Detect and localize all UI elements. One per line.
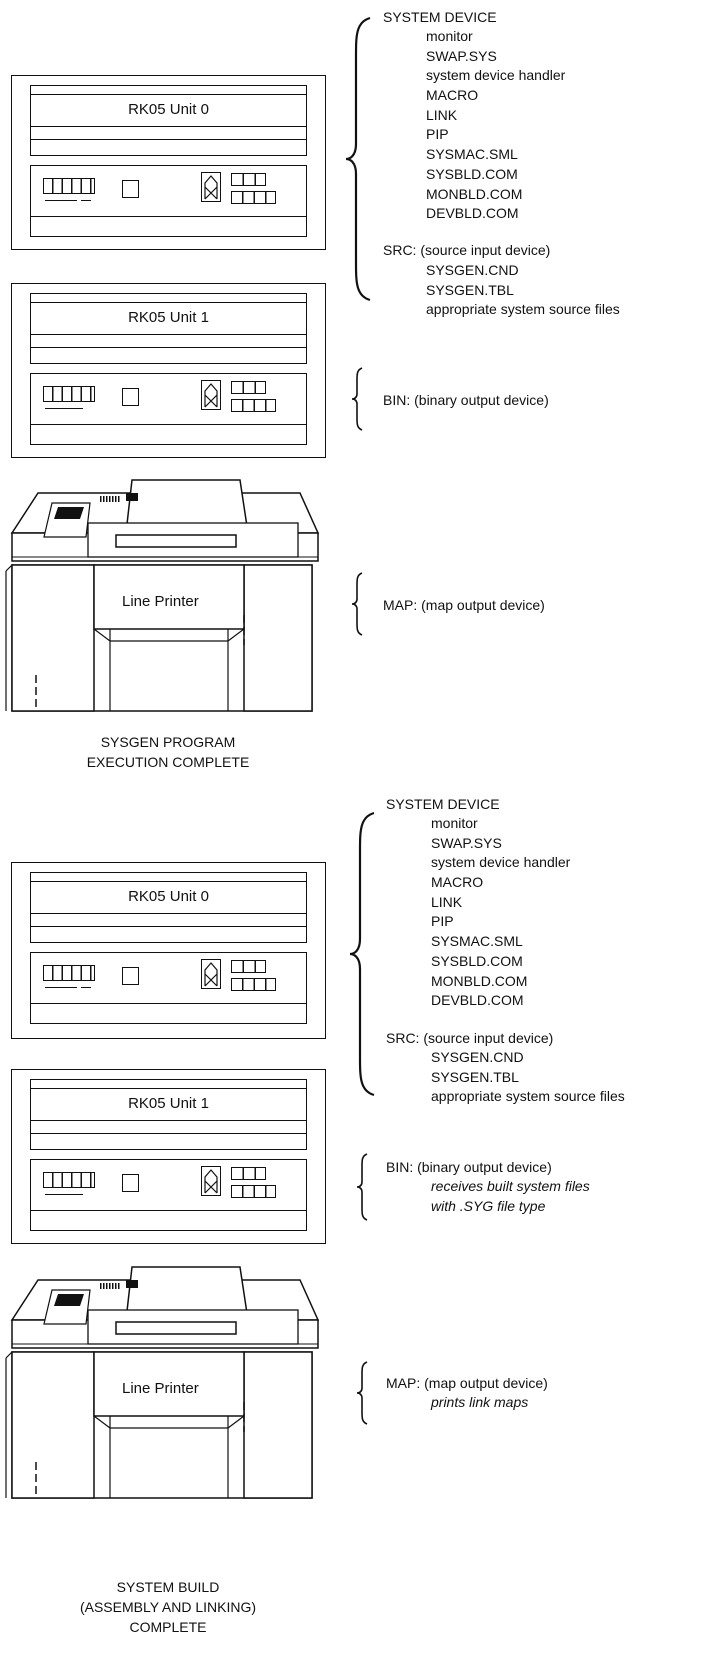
brace-icon (344, 16, 374, 302)
list-item: SYSMAC.SML (426, 145, 565, 165)
disk-pack-bay: RK05 Unit 0 (30, 872, 307, 943)
src-heading: SRC: (source input device) (383, 240, 550, 260)
map-heading: MAP: (map output device) (383, 595, 545, 615)
brace-icon (355, 1360, 371, 1426)
list-item: PIP (426, 125, 565, 145)
button-group-icon (231, 960, 266, 973)
brace-icon (355, 1152, 371, 1222)
drive-label: RK05 Unit 1 (31, 1095, 306, 1112)
rk05-unit-1-drive: RK05 Unit 1 (11, 283, 326, 458)
list-item: appropriate system source files (426, 300, 620, 320)
list-item: system device handler (431, 853, 570, 873)
list-item: MACRO (431, 873, 570, 893)
list-item: SYSMAC.SML (431, 932, 570, 952)
square-button-icon (122, 1174, 139, 1192)
src-heading: SRC: (source input device) (386, 1028, 553, 1048)
square-button-icon (122, 967, 139, 985)
drive-control-panel (30, 373, 307, 445)
caption-line-2: (ASSEMBLY AND LINKING) (48, 1597, 288, 1617)
map-heading: MAP: (map output device) (386, 1373, 548, 1393)
drive-label: RK05 Unit 1 (31, 309, 306, 326)
system-device-file-list: monitor SWAP.SYS system device handler M… (431, 814, 570, 1011)
caption-line-1: SYSTEM BUILD (48, 1577, 288, 1597)
indicator-lamp-icon (201, 380, 221, 410)
switch-bank-icon (43, 965, 95, 981)
list-item: DEVBLD.COM (426, 204, 565, 224)
list-item: monitor (431, 814, 570, 834)
printer-label: Line Printer (122, 593, 199, 610)
indicator-lamp-icon (201, 1166, 221, 1196)
disk-pack-bay: RK05 Unit 1 (30, 293, 307, 364)
drive-label: RK05 Unit 0 (31, 101, 306, 118)
list-item: PIP (431, 912, 570, 932)
disk-pack-bay: RK05 Unit 1 (30, 1079, 307, 1150)
list-item: LINK (431, 893, 570, 913)
caption-line-1: SYSGEN PROGRAM (48, 732, 288, 752)
system-device-file-list: monitor SWAP.SYS system device handler M… (426, 27, 565, 224)
list-item: SWAP.SYS (426, 47, 565, 67)
bin-heading: BIN: (binary output device) (383, 390, 549, 410)
indicator-lamp-icon (201, 959, 221, 989)
button-group-icon (231, 381, 266, 394)
note-line: with .SYG file type (431, 1197, 590, 1217)
list-item: monitor (426, 27, 565, 47)
list-item: LINK (426, 106, 565, 126)
drive-control-panel (30, 1159, 307, 1231)
list-item: appropriate system source files (431, 1087, 625, 1107)
list-item: SWAP.SYS (431, 834, 570, 854)
list-item: SYSBLD.COM (426, 165, 565, 185)
system-device-heading: SYSTEM DEVICE (386, 794, 500, 814)
rk05-unit-0-drive: RK05 Unit 0 (11, 862, 326, 1039)
src-file-list: SYSGEN.CND SYSGEN.TBL appropriate system… (431, 1048, 625, 1107)
switch-bank-icon (43, 178, 95, 194)
list-item: SYSBLD.COM (431, 952, 570, 972)
note-line: receives built system files (431, 1177, 590, 1197)
list-item: system device handler (426, 66, 565, 86)
list-item: SYSGEN.TBL (431, 1068, 625, 1088)
list-item: SYSGEN.CND (426, 261, 620, 281)
list-item: MACRO (426, 86, 565, 106)
brace-icon (350, 366, 366, 432)
bin-notes: receives built system files with .SYG fi… (431, 1177, 590, 1216)
system-device-heading: SYSTEM DEVICE (383, 7, 497, 27)
button-group-icon (231, 978, 276, 991)
list-item: MONBLD.COM (426, 185, 565, 205)
button-group-icon (231, 1185, 276, 1198)
button-group-icon (231, 399, 276, 412)
square-button-icon (122, 388, 139, 406)
brace-icon (348, 811, 378, 1097)
caption-line-3: COMPLETE (48, 1617, 288, 1637)
list-item: MONBLD.COM (431, 972, 570, 992)
list-item: DEVBLD.COM (431, 991, 570, 1011)
note-line: prints link maps (431, 1393, 528, 1413)
rk05-unit-0-drive: RK05 Unit 0 (11, 75, 326, 250)
list-item: SYSGEN.TBL (426, 281, 620, 301)
src-file-list: SYSGEN.CND SYSGEN.TBL appropriate system… (426, 261, 620, 320)
indicator-lamp-icon (201, 172, 221, 202)
square-button-icon (122, 180, 139, 198)
button-group-icon (231, 173, 266, 186)
printer-label: Line Printer (122, 1380, 199, 1397)
button-group-icon (231, 1167, 266, 1180)
bin-heading: BIN: (binary output device) (386, 1157, 552, 1177)
drive-control-panel (30, 165, 307, 237)
drive-label: RK05 Unit 0 (31, 888, 306, 905)
list-item: SYSGEN.CND (431, 1048, 625, 1068)
map-notes: prints link maps (431, 1393, 528, 1413)
switch-bank-icon (43, 1172, 95, 1188)
button-group-icon (231, 191, 276, 204)
switch-bank-icon (43, 386, 95, 402)
caption-line-2: EXECUTION COMPLETE (48, 752, 288, 772)
disk-pack-bay: RK05 Unit 0 (30, 85, 307, 156)
rk05-unit-1-drive: RK05 Unit 1 (11, 1069, 326, 1244)
drive-control-panel (30, 952, 307, 1024)
brace-icon (350, 571, 366, 637)
